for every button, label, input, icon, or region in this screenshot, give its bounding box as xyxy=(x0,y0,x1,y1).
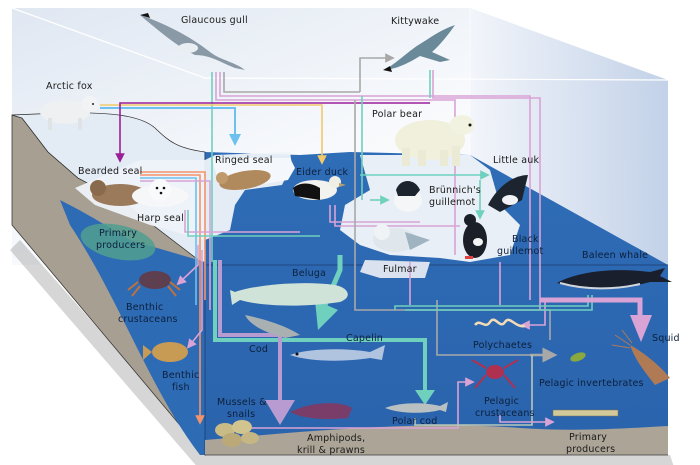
fulmar-illustration xyxy=(373,224,430,252)
baleen-whale-illustration xyxy=(557,268,672,290)
arrow-to-amphipods xyxy=(265,400,295,425)
label-kittywake: Kittywake xyxy=(391,16,440,27)
polar-cod-illustration xyxy=(385,402,448,413)
label-amphipods-1: Amphipods, xyxy=(307,433,366,444)
label-primary-producers-shelf-2: producers xyxy=(96,240,146,251)
pelagic-invertebrates-illustration xyxy=(570,352,586,362)
label-brunnichs-guillemot-2: guillemot xyxy=(429,197,476,208)
label-primary-producers-shelf-1: Primary xyxy=(99,228,138,239)
label-brunnichs-guillemot-1: Brünnich's xyxy=(429,185,481,196)
label-benthic-crustaceans-1: Benthic xyxy=(126,302,164,313)
label-black-guillemot-1: Black xyxy=(512,234,539,245)
arctic-fox-illustration xyxy=(40,96,99,130)
label-eider-duck: Eider duck xyxy=(296,167,349,178)
squid-illustration xyxy=(611,329,670,385)
benthic-crustaceans-illustration xyxy=(127,271,181,297)
label-pelagic-crustaceans-1: Pelagic xyxy=(484,396,519,407)
harp-seal-illustration xyxy=(132,179,188,207)
label-baleen-whale: Baleen whale xyxy=(582,250,649,261)
label-benthic-fish-1: Benthic xyxy=(162,370,200,381)
major-links xyxy=(213,255,652,425)
label-polar-cod: Polar cod xyxy=(392,416,438,427)
label-little-auk: Little auk xyxy=(493,155,540,166)
label-benthic-fish-2: fish xyxy=(172,382,190,393)
beluga-illustration xyxy=(230,283,348,306)
label-arctic-fox: Arctic fox xyxy=(46,81,93,92)
arrow-to-squid xyxy=(630,315,652,342)
ringed-seal-illustration xyxy=(216,170,271,190)
pelagic-crustaceans-illustration xyxy=(471,359,519,389)
benthic-fish-illustration xyxy=(143,342,188,362)
little-auk-illustration xyxy=(488,175,528,212)
link-fox-ringed-seal xyxy=(100,107,241,146)
label-fulmar: Fulmar xyxy=(383,264,417,275)
eider-duck-illustration xyxy=(293,176,346,200)
label-black-guillemot-2: guillemot xyxy=(497,246,544,257)
diatom-chain-illustration xyxy=(552,409,619,417)
label-cod: Cod xyxy=(249,344,269,355)
polychaetes-illustration xyxy=(473,318,526,328)
mussels-snails-illustration xyxy=(215,420,259,447)
label-primary-producers-pelagic-1: Primary xyxy=(569,432,608,443)
label-capelin: Capelin xyxy=(346,333,384,344)
black-guillemot-illustration xyxy=(463,214,487,259)
label-benthic-crustaceans-2: crustaceans xyxy=(118,314,178,325)
amphipods-illustration xyxy=(290,403,352,420)
label-pelagic-invertebrates: Pelagic invertebrates xyxy=(539,378,644,389)
label-polychaetes: Polychaetes xyxy=(473,340,533,351)
label-polar-bear: Polar bear xyxy=(372,109,423,120)
label-harp-seal: Harp seal xyxy=(137,213,184,224)
seabed xyxy=(205,425,668,456)
label-ringed-seal: Ringed seal xyxy=(215,155,273,166)
bearded-seal-illustration xyxy=(90,180,148,206)
shelf-algae-patch xyxy=(80,223,156,261)
label-glaucous-gull: Glaucous gull xyxy=(181,15,248,26)
label-bearded-seal: Bearded seal xyxy=(78,166,143,177)
cod-illustration xyxy=(245,315,300,338)
label-mussels-snails-2: snails xyxy=(227,409,256,420)
label-pelagic-crustaceans-2: crustaceans xyxy=(475,408,535,419)
link-polar-bear-bearded-seal xyxy=(115,102,430,163)
brunnichs-guillemot-illustration xyxy=(394,181,422,212)
capelin-illustration xyxy=(290,345,385,361)
arrow-to-polar-cod xyxy=(415,390,435,405)
label-amphipods-2: krill & prawns xyxy=(297,445,366,456)
arrow-to-capelin xyxy=(315,300,338,330)
label-beluga: Beluga xyxy=(292,268,327,279)
polar-bear-illustration xyxy=(395,115,474,166)
glaucous-gull-illustration xyxy=(140,13,245,70)
label-primary-producers-pelagic-2: producers xyxy=(566,444,616,455)
link-fox-eider xyxy=(100,104,327,165)
kittywake-illustration xyxy=(383,25,455,72)
label-squid: Squid xyxy=(652,333,680,344)
label-mussels-snails-1: Mussels & xyxy=(217,397,267,408)
